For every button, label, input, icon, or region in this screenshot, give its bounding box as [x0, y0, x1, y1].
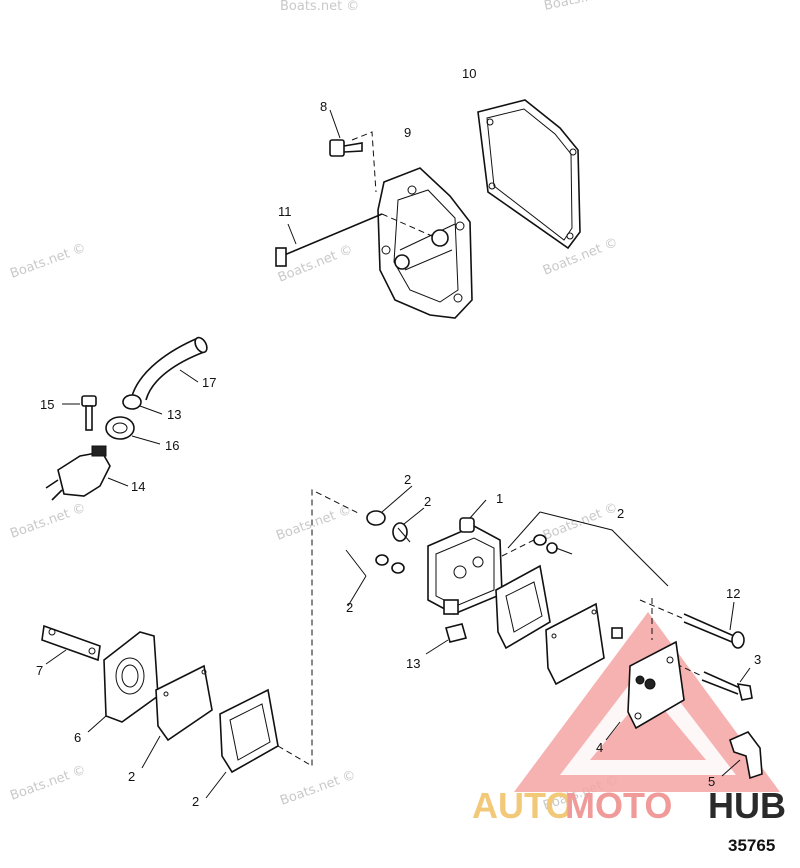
- washers-part-2: [345, 485, 425, 607]
- callout-8: 8: [320, 99, 327, 114]
- logo-moto-text: MOTO: [565, 785, 672, 826]
- watermarks: Boats.net © Boats.net © Boats.net © Boat…: [8, 0, 623, 814]
- screw-part-15: [62, 395, 97, 431]
- part-2-upper-bracket-lines: [507, 511, 669, 587]
- rod-part-11: [275, 213, 433, 267]
- callout-15: 15: [40, 397, 54, 412]
- callout-5: 5: [708, 774, 715, 789]
- callout-2: 2: [346, 600, 353, 615]
- callout-2: 2: [192, 794, 199, 809]
- automotohub-logo: AUTO MOTO HUB: [472, 785, 786, 826]
- watermark: Boats.net ©: [8, 501, 88, 542]
- callout-4: 4: [596, 740, 603, 755]
- gasket-part-2-lower-b: [205, 489, 361, 799]
- cover-part-4: [605, 598, 685, 741]
- watermark: Boats.net ©: [278, 768, 358, 809]
- watermark: Boats.net ©: [541, 235, 620, 279]
- gasket-part-2-lower-a: [141, 664, 213, 769]
- callout-6: 6: [74, 730, 81, 745]
- callout-9: 9: [404, 125, 411, 140]
- callout-2: 2: [617, 506, 624, 521]
- callouts: 10 8 9 11 17 15 13 16 14 2 1 2 2 2 12 3 …: [36, 66, 761, 809]
- housing-part-9: [351, 131, 473, 319]
- grommet-part-16: [105, 416, 161, 445]
- watermark: Boats.net ©: [274, 503, 354, 544]
- carburetor-part-1: [427, 499, 535, 615]
- callout-2: 2: [404, 472, 411, 487]
- callout-3: 3: [754, 652, 761, 667]
- clamp-part-13-top: [122, 394, 163, 415]
- reference-number: 35765: [728, 836, 775, 855]
- gasket-part-10: [477, 99, 581, 250]
- callout-7: 7: [36, 663, 43, 678]
- callout-1: 1: [496, 491, 503, 506]
- callout-2: 2: [424, 494, 431, 509]
- watermark: Boats.net ©: [543, 0, 624, 14]
- gasket-part-2-right-a: [495, 564, 551, 650]
- bolt-part-8: [329, 109, 363, 157]
- callout-2: 2: [128, 769, 135, 784]
- callout-17: 17: [202, 375, 216, 390]
- hose-part-17: [131, 336, 208, 401]
- clamp-part-13-lower: [425, 623, 467, 655]
- bolt-part-12: [639, 599, 745, 649]
- callout-11: 11: [278, 204, 292, 219]
- gasket-part-2-right-b: [545, 602, 605, 686]
- watermark: Boats.net ©: [8, 241, 88, 282]
- elbow-part-5: [721, 731, 763, 780]
- callout-13: 13: [406, 656, 420, 671]
- callout-14: 14: [131, 479, 145, 494]
- bolt-part-3: [675, 663, 753, 701]
- watermark: Boats.net ©: [276, 242, 355, 286]
- logo-hub-text: HUB: [708, 785, 786, 826]
- callout-16: 16: [165, 438, 179, 453]
- fuel-pump-part-14: [45, 445, 129, 501]
- watermark: Boats.net ©: [280, 0, 359, 14]
- callout-13: 13: [167, 407, 181, 422]
- logo-auto-text: AUTO: [472, 785, 573, 826]
- link-arm-part-7: [41, 624, 101, 665]
- watermark: Boats.net ©: [8, 763, 88, 804]
- callout-10: 10: [462, 66, 476, 81]
- callout-12: 12: [726, 586, 740, 601]
